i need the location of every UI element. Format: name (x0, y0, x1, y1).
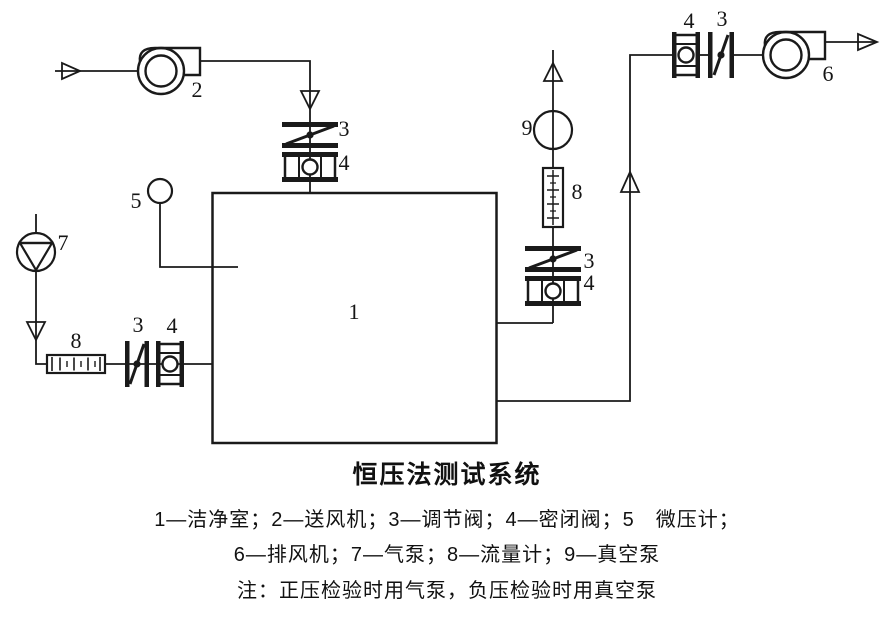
label-micro-manometer: 5 (130, 188, 142, 213)
inlet-arrow-icon (61, 61, 83, 81)
clean-room (211, 191, 498, 445)
label-exhaust-fan: 6 (822, 61, 834, 86)
label-clean-room: 1 (348, 299, 360, 324)
label-air-pump: 7 (57, 230, 69, 255)
exhaust-fan-icon (761, 30, 827, 80)
flow-meter-left-icon (45, 353, 107, 375)
regulating-valve-topright-icon (708, 32, 734, 78)
label-flow-meter-left: 8 (70, 328, 82, 353)
vacuum-up-arrow-icon (542, 60, 564, 82)
down-arrow-icon (299, 90, 321, 112)
sealing-valve-right-icon (525, 276, 581, 306)
outlet-arrow-icon (857, 32, 880, 52)
label-regulating-valve-left: 3 (132, 312, 144, 337)
label-regulating-valve-topright: 3 (716, 6, 728, 31)
legend-line-1: 1—洁净室；2—送风机；3—调节阀；4—密闭阀；5 微压计； (154, 509, 740, 531)
label-vacuum-pump: 9 (521, 115, 533, 140)
legend-note: 注：正压检验时用气泵，负压检验时用真空泵 (237, 580, 657, 602)
vacuum-pump-icon (532, 109, 574, 151)
label-regulating-valve-right: 3 (583, 248, 595, 273)
micro-manometer-icon (146, 177, 174, 205)
regulating-valve-top-icon (282, 122, 338, 148)
label-sealing-valve-top: 4 (338, 150, 350, 175)
label-sealing-valve-right: 4 (583, 270, 595, 295)
label-sealing-valve-left: 4 (166, 313, 178, 338)
diagram-title: 恒压法测试系统 (352, 461, 542, 489)
pipes (35, 41, 877, 402)
pump-down-arrow-icon (25, 321, 47, 343)
flow-meter-right-icon (541, 166, 565, 229)
sealing-valve-top-icon (282, 152, 338, 182)
label-sealing-valve-topright: 4 (683, 8, 695, 33)
label-flow-meter-right: 8 (571, 179, 583, 204)
legend-line-2: 6—排风机；7—气泵；8—流量计；9—真空泵 (233, 544, 661, 566)
supply-fan-icon (136, 46, 202, 96)
regulating-valve-left-icon (125, 341, 149, 387)
sealing-valve-topright-icon (672, 32, 700, 78)
label-regulating-valve-top: 3 (338, 116, 350, 141)
regulating-valve-right-icon (525, 246, 581, 272)
air-pump-icon (15, 231, 57, 273)
riser-up-arrow-icon (619, 169, 641, 193)
label-supply-fan: 2 (191, 77, 203, 102)
sealing-valve-left-icon (156, 341, 184, 387)
